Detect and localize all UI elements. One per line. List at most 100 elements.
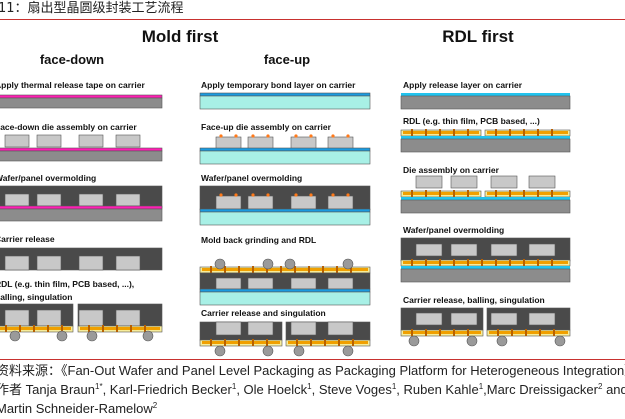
solder-ball [262,258,274,270]
rdl-via [210,266,212,273]
rdl-via [467,259,469,266]
source-line-3: Martin Schneider-Ramelow2 [0,399,157,418]
die [247,321,274,336]
die [327,321,354,336]
solder-ball [496,335,508,347]
carrier [199,95,371,110]
thermal-release-tape [0,205,163,210]
process-flow-diagram: Mold first RDL first face-down face-up A… [0,27,571,357]
die [290,195,317,210]
step-label: Mold back grinding and RDL [201,235,316,245]
solder-ball [342,345,354,357]
carrier [0,97,163,109]
solder-ball [554,335,566,347]
rdl-via [551,259,553,266]
die [115,134,141,148]
rdl-via [551,129,553,136]
die [115,255,141,271]
die [415,175,443,189]
rdl-via [350,266,352,273]
rdl-via [425,190,427,197]
step-label: RDL (e.g. thin film, PCB based, ...), [0,279,134,289]
rdl-trace [487,131,568,134]
rdl-via [33,325,35,332]
rdl-via [252,339,254,346]
die [78,309,104,327]
die-pad [331,134,335,138]
step-label: balling, singulation [0,292,72,302]
step-label: Wafer/panel overmolding [201,173,302,183]
step-label: Face-down die assembly on carrier [0,122,137,132]
figure-title: 11：扇出型晶圆级封装工艺流程 [0,1,184,16]
rdl-trace [0,327,71,330]
rdl-via [324,339,326,346]
rdl-via [294,266,296,273]
author: , Karl-Friedrich Becker [102,382,232,397]
solder-ball [86,330,98,342]
author: Martin Schneider-Ramelow [0,401,153,416]
rdl-via [224,266,226,273]
rdl-via [352,339,354,346]
rdl-via [523,129,525,136]
rdl-via [425,259,427,266]
rdl-via [509,190,511,197]
author-affiliation: 2 [598,382,603,391]
release-layer [401,197,570,200]
rdl-via [425,329,427,336]
rdl-trace [202,268,368,271]
step-label: RDL (e.g. thin film, PCB based, ...) [403,116,540,126]
rdl-via [144,325,146,332]
rdl-via [511,329,513,336]
step-label: Wafer/panel overmolding [403,225,504,235]
rdl-via [425,129,427,136]
die [490,243,518,257]
die [115,193,141,207]
author-affiliation: 2 [152,401,158,410]
thermal-release-tape [0,147,163,152]
rdl-via [280,266,282,273]
die [290,136,317,150]
rdl-via [523,190,525,197]
rdl-via [411,190,413,197]
die-pad [251,193,255,197]
rdl-via [411,129,413,136]
die [528,243,556,257]
rdl-via [539,329,541,336]
die [247,277,274,290]
temporary-bond-layer [199,92,371,97]
rdl-via [467,190,469,197]
source-title: 《Fan-Out Wafer and Panel Level Packaging… [61,363,625,378]
die [4,193,30,207]
rdl-trace [487,192,568,195]
die [215,136,242,150]
solder-ball [56,330,68,342]
die-pad [219,134,223,138]
die-pad [346,193,350,197]
rdl-via [102,325,104,332]
source-line-1: 资料来源：《Fan-Out Wafer and Panel Level Pack… [0,361,625,380]
rdl-via [467,129,469,136]
solder-ball [466,335,478,347]
rdl-via [336,266,338,273]
die [247,136,274,150]
die-pad [266,134,270,138]
die [450,175,478,189]
rdl-trace [288,341,368,344]
rdl-via [116,325,118,332]
step-label: Die assembly on carrier [403,165,500,175]
die [215,195,242,210]
author-affiliation: 1 [478,382,484,391]
solder-ball [214,345,226,357]
author-affiliation: 1* [95,382,103,391]
release-layer [401,136,570,139]
die [415,243,443,257]
die [327,277,354,290]
rdl-via [266,339,268,346]
rdl-via [553,329,555,336]
rdl-via [467,329,469,336]
rdl-via [453,190,455,197]
die [78,134,104,148]
rdl-via [453,259,455,266]
die [215,321,242,336]
solder-ball [342,258,354,270]
